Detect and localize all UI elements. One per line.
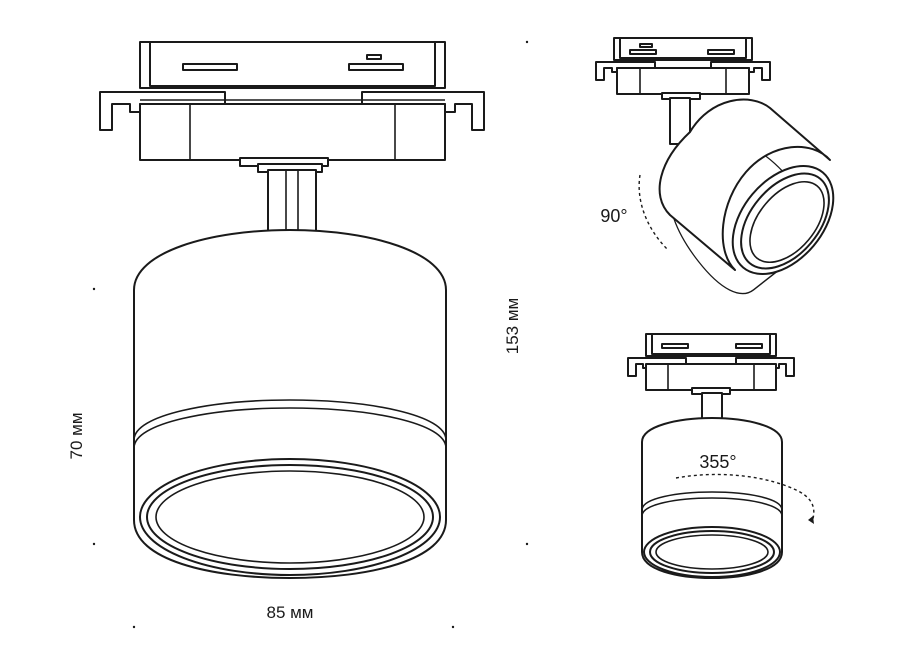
body-height-dimension-label: 70 мм <box>67 412 86 459</box>
tilt-arc <box>638 174 669 251</box>
lamp-body <box>133 229 447 579</box>
rotation-lamp-body <box>641 417 783 579</box>
tilted-lamp-body <box>658 98 835 295</box>
rotation-view: 355° <box>627 333 815 579</box>
tilt-angle-label: 90° <box>600 206 627 226</box>
rotation-angle-label: 355° <box>699 452 736 472</box>
width-dimension-label: 85 мм <box>266 603 313 622</box>
tilt-view-adapter <box>595 37 771 145</box>
main-front-view <box>99 41 485 579</box>
dimension-ticks <box>92 40 529 629</box>
rotation-arrow-head <box>808 516 814 524</box>
stem <box>239 157 329 233</box>
tilt-view: 90° <box>595 37 835 295</box>
height-total-dimension-label: 153 мм <box>503 298 522 354</box>
track-adapter <box>99 41 485 161</box>
rotation-view-adapter <box>627 333 795 428</box>
